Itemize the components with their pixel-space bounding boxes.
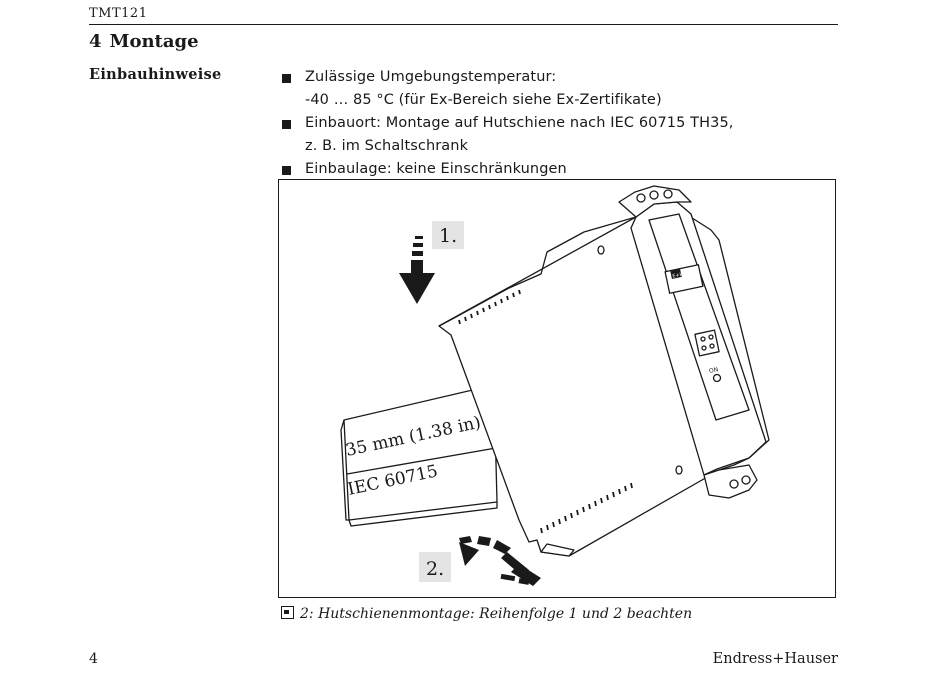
terminal-screw [649,190,659,200]
din-rail-fold [346,447,497,475]
device-front-inner [648,213,750,421]
footer-brand: Endress+Hauser [712,651,838,667]
section-number: 4 [89,31,102,52]
step2-label: 2. [426,558,444,580]
side-hole [597,245,605,255]
bullet-square-icon [282,120,291,129]
connector-pin [701,345,707,351]
device-brand-label: E+H [672,271,684,279]
figure-caption: 2: Hutschienenmontage: Reihenfolge 1 und… [281,606,692,622]
side-hole [675,465,683,475]
bullet-square-icon [282,74,291,83]
step1-label: 1. [439,225,457,247]
bullet-text-line: -40 … 85 °C (für Ex-Bereich siehe Ex-Zer… [305,92,662,108]
section-title-text: Montage [109,31,199,52]
bullet-text-line: z. B. im Schaltschrank [305,138,469,154]
top-terminal-block [618,185,692,218]
connector-pin [709,343,715,349]
status-led [712,373,722,383]
terminal-screw [729,479,739,489]
terminal-screw [663,189,673,199]
bullet-item-orientation: Einbaulage: keine Einschränkungen [280,158,800,181]
figure-icon [281,606,294,619]
side-heading: Einbauhinweise [89,66,222,83]
bullet-item-temperature: Zulässige Umgebungstemperatur: -40 … 85 … [280,66,800,112]
din-rail-mounting-drawing: E+H ON 35 mm (1.38 in) IEC 60715 1. [340,185,770,586]
bullet-text-line: Einbauort: Montage auf Hutschiene nach I… [305,115,734,131]
terminal-screw [741,475,751,485]
terminal-screw [636,193,646,203]
connector-pin [708,334,714,340]
bullet-square-icon [282,166,291,175]
bottom-clip [540,543,575,557]
bullet-text-line: Einbaulage: keine Einschränkungen [305,161,567,177]
page-number: 4 [89,651,98,667]
mounting-figure: E+H ON 35 mm (1.38 in) IEC 60715 1. [278,179,836,598]
connector-pin [700,336,706,342]
document-id: TMT121 [89,6,148,21]
din-rail-edge [340,419,349,521]
caption-text: 2: Hutschienenmontage: Reihenfolge 1 und… [300,606,693,622]
device-on-label: ON [708,366,718,375]
header-rule [89,24,838,25]
front-connector [694,329,720,357]
step2-arrowhead-icon [459,542,479,566]
step1-label-bg [432,221,464,249]
step2-arrow-icon [459,536,541,586]
step2-arrow-dashes [500,573,530,585]
bullet-text-line: Zulässige Umgebungstemperatur: [305,69,557,85]
din-rail-bottom-flange [348,502,498,527]
section-title: 4 Montage [89,31,199,52]
step1-arrow-icon [399,236,435,304]
device-top-profile [438,216,637,327]
device-logo-box [670,269,682,279]
bullet-item-location: Einbauort: Montage auf Hutschiene nach I… [280,112,800,158]
bullet-list: Zulässige Umgebungstemperatur: -40 … 85 … [280,66,800,181]
step2-label-bg [419,552,451,582]
